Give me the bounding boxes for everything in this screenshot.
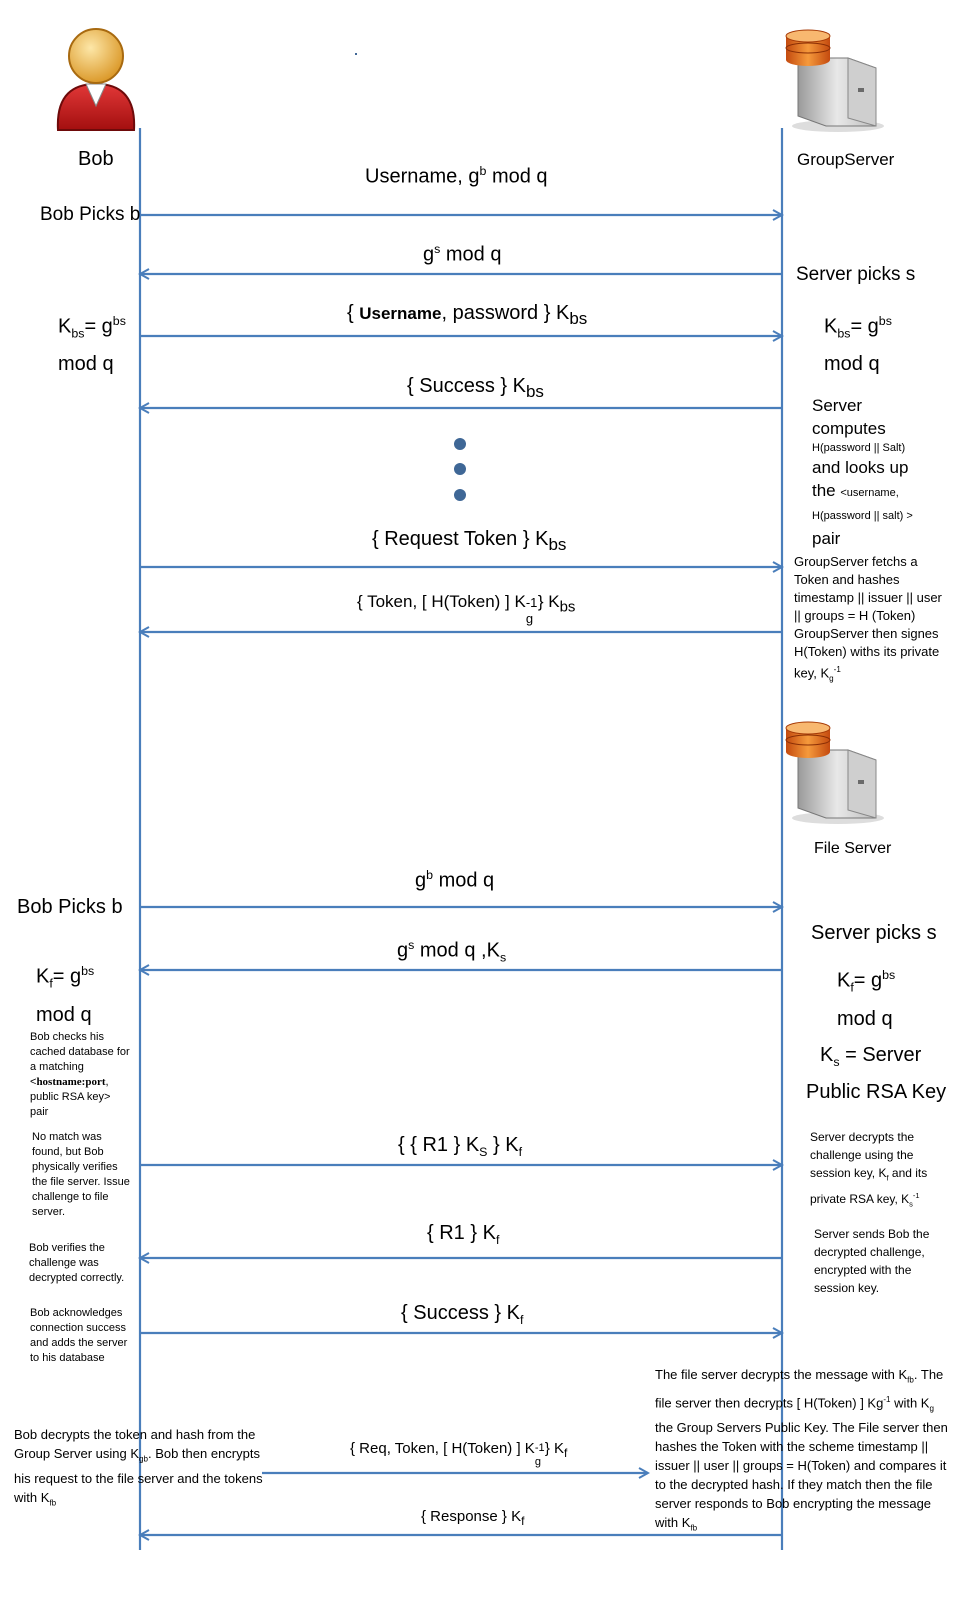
- bob-picks-b: Bob Picks b: [17, 896, 123, 918]
- ellipsis-dot: [454, 463, 466, 475]
- bob-kbs-label: Kbs= gbs mod q: [58, 314, 126, 375]
- bob-decrypts-note: Bob decrypts the token and hash from the…: [14, 1427, 263, 1508]
- server-ks-label: Ks = Server Public RSA Key: [806, 1044, 947, 1103]
- msg-username-gb: Username, gb mod q: [365, 164, 548, 188]
- ellipsis-dot: [454, 438, 466, 450]
- group-server-token-note: GroupServer fetchs a Token and hashes ti…: [794, 554, 942, 683]
- msg-r1-challenge: { { R1 } KS } Kf: [398, 1134, 523, 1159]
- msg-success: { Success } Kbs: [407, 375, 544, 401]
- msg-fs-gs-ks: gs mod q ,Ks: [397, 938, 507, 965]
- msg-response: { Response } Kf: [421, 1508, 525, 1528]
- msg-username-password: { Username, password } Kbs: [347, 302, 588, 328]
- bob-note-cache: Bob checks his cached database for a mat…: [30, 1031, 130, 1118]
- server-computes-note: Server computes H(password || Salt) and …: [812, 396, 913, 548]
- msg-gs: gs mod q: [423, 242, 502, 266]
- server-icon: [785, 29, 884, 132]
- bob-kf-label: Kf= gbs mod q: [36, 964, 95, 1026]
- msg-fs-success: { Success } Kf: [401, 1302, 524, 1327]
- server-sends-note: Server sends Bob the decrypted challenge…: [814, 1227, 930, 1295]
- server-decrypts-note: Server decrypts the challenge using the …: [810, 1130, 928, 1209]
- bob-note-verifies: Bob verifies the challenge was decrypted…: [29, 1242, 125, 1284]
- ellipsis-dot: [454, 489, 466, 501]
- bob-note-no-match: No match was found, but Bob physically v…: [32, 1131, 130, 1218]
- bob-label: Bob: [78, 148, 114, 170]
- msg-r1-response: { R1 } Kf: [427, 1222, 500, 1247]
- user-icon: [56, 28, 136, 131]
- server-picks-s: Server picks s: [811, 922, 937, 944]
- server-kf-label: Kf= gbs mod q: [837, 968, 896, 1030]
- bob-note-acknowledges: Bob acknowledges connection success and …: [30, 1307, 128, 1364]
- file-server-verify-note: The file server decrypts the message wit…: [655, 1367, 948, 1533]
- server-picks-s: Server picks s: [796, 264, 916, 285]
- bob-picks-b: Bob Picks b: [40, 204, 141, 225]
- msg-fs-gb: gb mod q: [415, 868, 495, 892]
- msg-request-token: { Request Token } Kbs: [372, 528, 567, 554]
- file-server-label: File Server: [814, 840, 892, 857]
- group-server-label: GroupServer: [797, 150, 895, 169]
- server-icon: [785, 721, 884, 824]
- server-kbs-label: Kbs= gbs mod q: [824, 314, 892, 375]
